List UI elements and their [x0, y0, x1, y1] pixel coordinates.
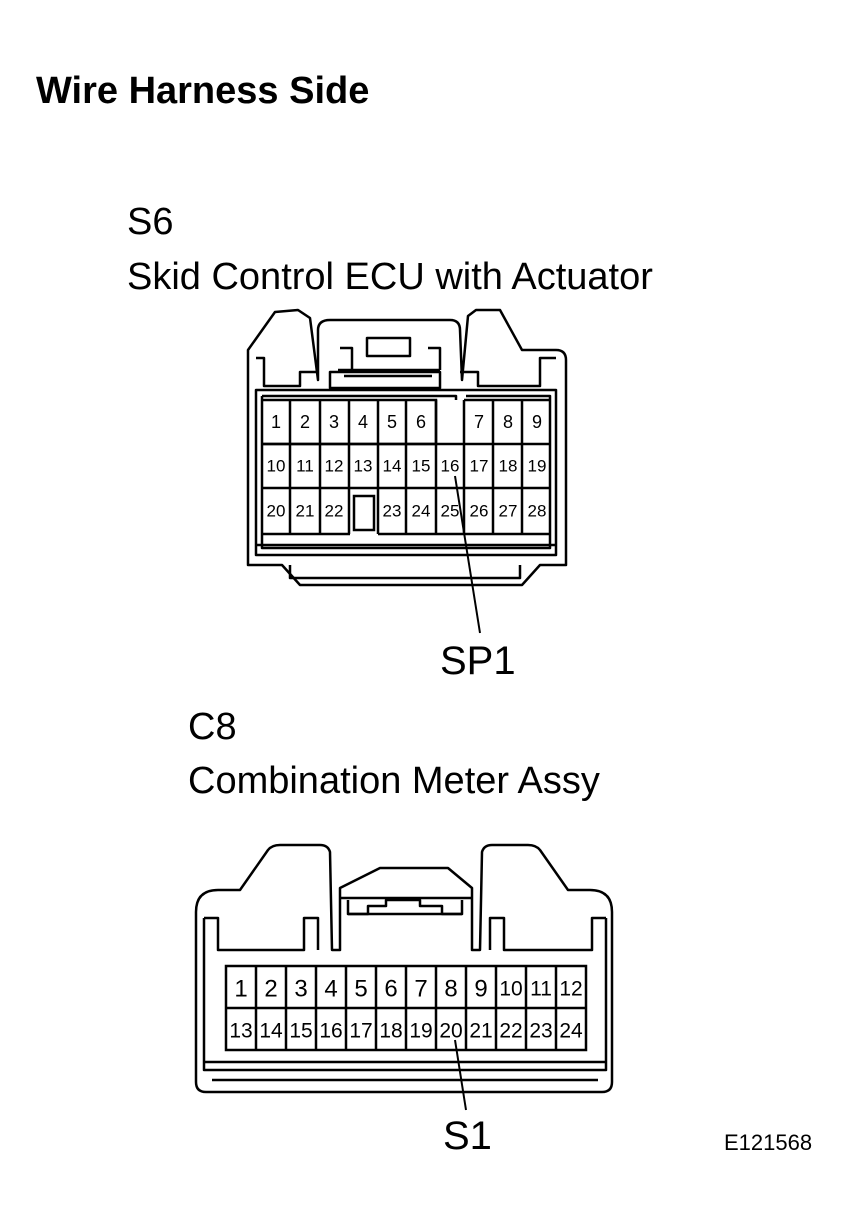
pin-label: 23 [529, 1020, 552, 1043]
pin-label: 26 [470, 502, 489, 521]
pin-label: 2 [264, 976, 277, 1003]
pin-label: 21 [296, 502, 315, 521]
pin-label: 17 [470, 457, 489, 476]
pin-label: 16 [319, 1020, 342, 1043]
connector-c8-housing [194, 843, 614, 1094]
figure-id: E121568 [724, 1130, 813, 1155]
pin-label: 1 [234, 976, 247, 1003]
pin-label: 5 [354, 976, 367, 1003]
pin-label: 13 [229, 1020, 252, 1043]
connector-s6-housing [246, 308, 568, 587]
pin-label: 17 [349, 1020, 372, 1043]
pin-label: 4 [324, 976, 337, 1003]
pin-label: 3 [294, 976, 307, 1003]
pin-label: 5 [387, 412, 397, 432]
callout-label-s1: S1 [443, 1114, 492, 1158]
pin-label: 28 [528, 502, 547, 521]
pin-label: 11 [296, 457, 314, 476]
connector-c8-name: Combination Meter Assy [188, 760, 600, 802]
pin-label: 14 [259, 1020, 283, 1043]
pin-label: 13 [354, 457, 373, 476]
pin-label: 11 [530, 978, 552, 1001]
pin-label: 10 [499, 978, 522, 1001]
page-title: Wire Harness Side [36, 70, 370, 112]
pin-label: 2 [300, 412, 310, 432]
pin-label: 20 [267, 502, 286, 521]
pin-label: 7 [414, 976, 427, 1003]
pin-label: 12 [325, 457, 344, 476]
pin-label: 22 [325, 502, 344, 521]
pin-label: 22 [499, 1020, 522, 1043]
connector-c8-pin-grid [224, 964, 588, 1052]
pin-label: 19 [409, 1020, 432, 1043]
pin-label: 6 [384, 976, 397, 1003]
connector-c8-pin-labels: 1 13 2 14 3 15 4 16 5 17 6 18 7 19 8 20 9 21 10 22 11 23 12 24 [229, 976, 583, 1043]
pin-label: 15 [289, 1020, 312, 1043]
pin-label: 15 [412, 457, 431, 476]
callout-line-s1 [454, 1039, 467, 1111]
connector-s6-code: S6 [127, 201, 174, 243]
pin-label: 24 [412, 502, 431, 521]
pin-label: 8 [503, 412, 513, 432]
pin-label: 8 [444, 976, 457, 1003]
pin-label: 23 [383, 502, 402, 521]
connector-s6-pin-grid [262, 398, 550, 536]
pin-label: 14 [383, 457, 402, 476]
pin-label: 27 [499, 502, 518, 521]
pin-label: 21 [469, 1020, 492, 1043]
pin-label: 16 [441, 457, 460, 476]
connector-s6-name: Skid Control ECU with Actuator [127, 256, 653, 298]
pin-label: 3 [329, 412, 339, 432]
pin-label: 6 [416, 412, 426, 432]
pin-label: 4 [358, 412, 368, 432]
pin-label: 12 [559, 978, 582, 1001]
pin-label: 25 [441, 502, 460, 521]
pin-label: 1 [271, 412, 281, 432]
pin-label: 19 [528, 457, 547, 476]
pin-label: 18 [379, 1020, 402, 1043]
pin-label: 18 [499, 457, 518, 476]
pin-label: 9 [474, 976, 487, 1003]
callout-line-sp1 [454, 475, 481, 634]
pin-label: 9 [532, 412, 542, 432]
pin-label: 20 [439, 1020, 462, 1043]
pin-label: 10 [267, 457, 286, 476]
pin-label: 7 [474, 412, 484, 432]
callout-label-sp1: SP1 [440, 639, 516, 683]
connector-c8-code: C8 [188, 706, 237, 748]
pin-label: 24 [559, 1020, 583, 1043]
